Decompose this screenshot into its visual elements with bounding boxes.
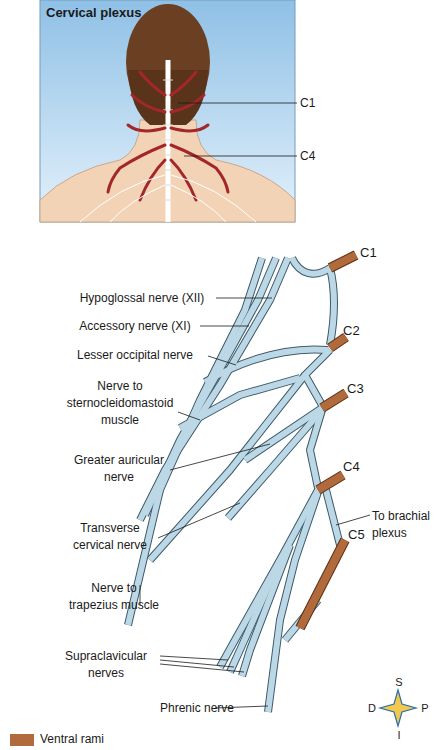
nerve-label: Supraclavicular nerves (52, 648, 160, 682)
ramus-label: C3 (347, 380, 377, 397)
vertebra-label: C1 (300, 95, 330, 112)
legend-text: Ventral rami (40, 731, 104, 748)
ramus-label: C1 (360, 244, 390, 261)
nerve-label: Transverse cervical nerve (62, 520, 158, 554)
ramus-label: C4 (343, 458, 373, 475)
nerve-label: Nerve to sternocleidomastoid muscle (62, 378, 178, 429)
legend-swatch (10, 734, 34, 746)
nerve-label: Lesser occipital nerve (62, 347, 208, 364)
compass-letter: P (419, 700, 431, 717)
compass-rose (380, 690, 416, 726)
ramus-label: C5 (348, 526, 378, 543)
compass-letter: D (366, 700, 378, 717)
compass-letter: S (393, 674, 405, 691)
nerve-label: Accessory nerve (XI) (70, 318, 200, 335)
inset-illustration (40, 0, 297, 222)
inset-title: Cervical plexus (46, 4, 141, 21)
compass-letter: I (393, 727, 405, 744)
nerve-label: Greater auricular nerve (68, 452, 170, 486)
ramus-label: C2 (343, 322, 373, 339)
nerve-label: Phrenic nerve (160, 700, 260, 717)
nerve-label: Hypoglossal nerve (XII) (68, 290, 216, 307)
branch-label: To brachial plexus (372, 508, 446, 542)
nerve-label: Nerve to trapezius muscle (66, 580, 162, 614)
vertebra-label: C4 (300, 148, 330, 165)
